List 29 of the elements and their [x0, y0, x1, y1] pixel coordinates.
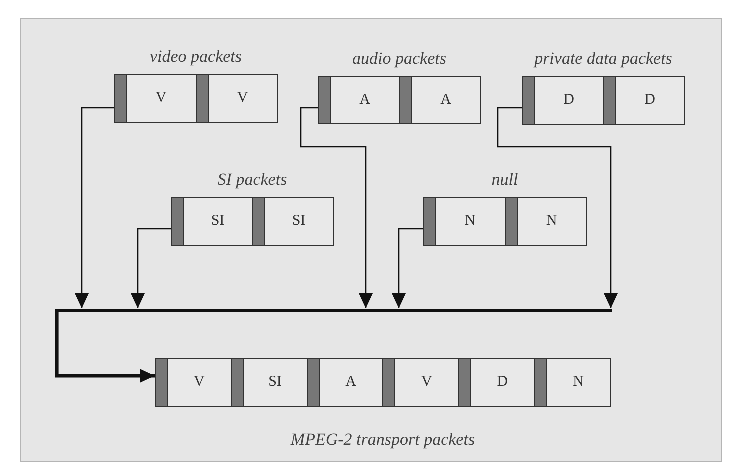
- packet: V: [382, 358, 460, 407]
- packet: A: [399, 76, 481, 124]
- packet: V: [196, 74, 278, 123]
- arrow: [392, 228, 423, 308]
- packet: V: [155, 358, 232, 407]
- packet: D: [522, 76, 604, 125]
- arrow: [131, 228, 171, 308]
- packet: N: [504, 197, 587, 246]
- arrow: [497, 107, 618, 308]
- packet: N: [534, 358, 611, 407]
- group-heading: null: [492, 169, 518, 191]
- packet: V: [114, 74, 196, 123]
- packet: N: [423, 197, 506, 246]
- group-heading: video packets: [150, 46, 242, 68]
- packet: D: [458, 358, 536, 407]
- packet: SI: [252, 197, 334, 246]
- group-heading: private data packets: [534, 48, 672, 70]
- bus-bar: [55, 308, 612, 312]
- group-heading: MPEG-2 transport packets: [290, 429, 476, 451]
- arrow: [300, 107, 373, 308]
- group-heading: SI packets: [218, 169, 288, 191]
- arrow: [75, 107, 114, 308]
- arrow: [55, 312, 155, 383]
- packet: A: [318, 76, 400, 124]
- packet: SI: [171, 197, 253, 246]
- packet: SI: [230, 358, 308, 407]
- packet: A: [306, 358, 384, 407]
- packet: D: [603, 76, 685, 125]
- group-heading: audio packets: [352, 48, 446, 70]
